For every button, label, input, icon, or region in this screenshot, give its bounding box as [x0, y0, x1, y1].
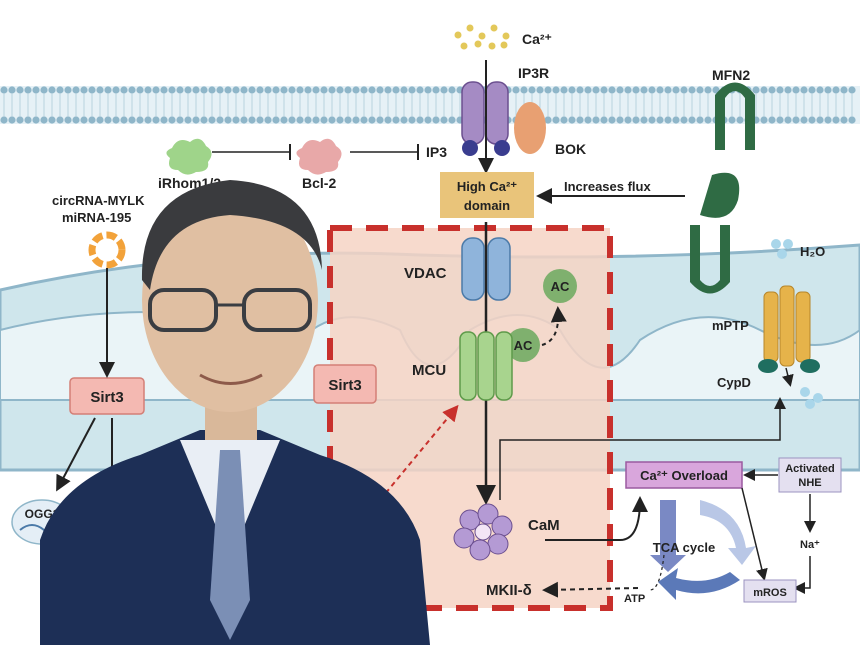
ac-dashed-arrow [541, 306, 567, 346]
high-ca-domain-box [440, 172, 534, 218]
mros-box [743, 579, 797, 603]
bcl2-shape [296, 138, 342, 175]
h2o-label: H₂O [800, 244, 825, 259]
presenter-portrait [40, 180, 430, 645]
mcu-channel [459, 331, 513, 401]
cam-label: CaM [528, 517, 560, 534]
water-droplets [771, 239, 793, 259]
cam-protein [453, 503, 513, 561]
ip3-label: IP3 [426, 144, 447, 160]
ip3r-channel [461, 81, 546, 156]
calcium-top-label: Ca²⁺ [522, 31, 552, 47]
irhom-shape [166, 138, 212, 175]
ca-overload-label: Ca²⁺ Overload [640, 468, 728, 483]
mfn2-label: MFN2 [712, 67, 750, 83]
mfn2-protein [690, 82, 755, 294]
mcu-label: MCU [412, 362, 446, 379]
tca-cycle [650, 500, 756, 600]
increases-flux-label: Increases flux [564, 179, 651, 194]
na-label: Na⁺ [800, 539, 820, 551]
sirt3-left-box [69, 377, 145, 415]
ac-top-circle [543, 269, 577, 303]
tca-label: TCA cycle [653, 540, 715, 555]
calcium-dots [454, 24, 510, 50]
mros-label: mROS [753, 587, 787, 599]
cypd-label: CypD [717, 375, 751, 390]
ip3r-label: IP3R [518, 65, 549, 81]
activated-label-2: NHE [798, 477, 821, 489]
circrna-label-1: circRNA-MYLK [52, 193, 145, 208]
activated-nhe-box [778, 457, 842, 493]
cam-to-mptp-arrow [499, 397, 786, 500]
activated-label-1: Activated [785, 463, 835, 475]
circrna-ring-icon [88, 231, 126, 269]
camkii-label: MKII-δ [486, 582, 532, 599]
water-droplets-bottom [800, 387, 823, 409]
mptp-label: mPTP [712, 318, 749, 333]
atp-label: ATP [624, 593, 645, 605]
ac-mid-circle [506, 328, 540, 362]
high-ca-label-1: High Ca²⁺ [457, 179, 517, 194]
ca-overload-box [625, 461, 743, 489]
vdac-channel [461, 237, 511, 301]
circrna-label-2: miRNA-195 [62, 210, 131, 225]
sirt3-right-label: Sirt3 [328, 377, 361, 394]
high-ca-label-2: domain [464, 198, 510, 213]
ac-mid-label: AC [514, 338, 533, 353]
ac-top-label: AC [551, 279, 570, 294]
bok-label: BOK [555, 141, 586, 157]
sirt3-right-box [313, 364, 377, 404]
sirt3-left-label: Sirt3 [90, 389, 123, 406]
red-dashed-arrow [379, 404, 459, 501]
vdac-label: VDAC [404, 265, 447, 282]
bcl2-label: Bcl-2 [302, 175, 336, 191]
mptp-pore [758, 285, 820, 373]
